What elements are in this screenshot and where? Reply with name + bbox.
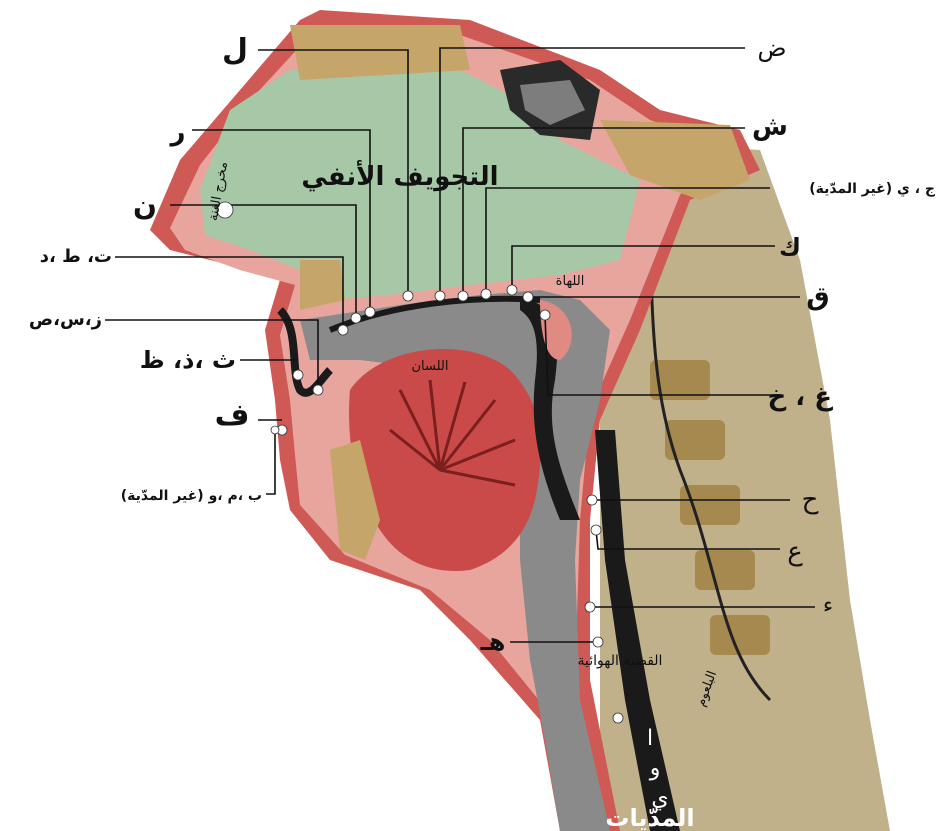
label-ba: ب ،م ،و (غير المدّية) xyxy=(121,488,262,504)
dot-shin xyxy=(458,291,468,301)
label-qaf: ق xyxy=(806,282,829,312)
dot-qaf xyxy=(523,292,533,302)
dot-ain xyxy=(591,525,601,535)
dot-ba xyxy=(271,426,279,434)
dot-jim xyxy=(481,289,491,299)
dot-vowels xyxy=(613,713,623,723)
dot-lam xyxy=(403,291,413,301)
label-ta: ت، ط ،د xyxy=(40,246,112,267)
label-uvula: اللهاة xyxy=(556,274,585,289)
label-vowel-waw: و xyxy=(649,756,661,781)
label-trachea: القصبة الهوائية xyxy=(578,653,663,669)
label-lam: ل xyxy=(222,33,248,68)
label-zay: ز،س،ص xyxy=(29,309,102,330)
label-vowel-alif: ا xyxy=(647,726,653,751)
dot-ghain xyxy=(540,310,550,320)
label-nun: ن xyxy=(133,189,157,222)
dot-dad xyxy=(435,291,445,301)
label-ain: ع xyxy=(787,537,803,567)
label-ha-soft: هـ xyxy=(480,628,506,656)
dot-ra xyxy=(365,307,375,317)
dot-kaf xyxy=(507,285,517,295)
label-jim-ya: ج ، ي (غير المدّية) xyxy=(809,181,936,198)
label-fa: ف xyxy=(215,398,250,433)
label-dad: ض xyxy=(757,34,786,62)
label-nasal-cavity: التجويف الأنفي xyxy=(301,160,498,192)
label-shin: ش xyxy=(752,112,788,142)
label-hamza: ء xyxy=(823,593,833,618)
dot-ta xyxy=(338,325,348,335)
label-vowels-caption: المدّيات xyxy=(605,804,694,831)
dot-hamza xyxy=(585,602,595,612)
label-ghain-kha: غ ، خ xyxy=(768,382,834,412)
dot-nun xyxy=(351,313,361,323)
label-ha: ح xyxy=(802,485,819,515)
dot-ha-soft xyxy=(593,637,603,647)
dot-zay xyxy=(313,385,323,395)
dot-ha xyxy=(587,495,597,505)
label-tha: ث ،ذ، ظ xyxy=(140,346,236,374)
label-kaf: ك xyxy=(779,233,801,261)
dot-tha xyxy=(293,370,303,380)
label-ra: ر xyxy=(169,117,186,147)
label-tongue: اللسان xyxy=(412,359,449,374)
